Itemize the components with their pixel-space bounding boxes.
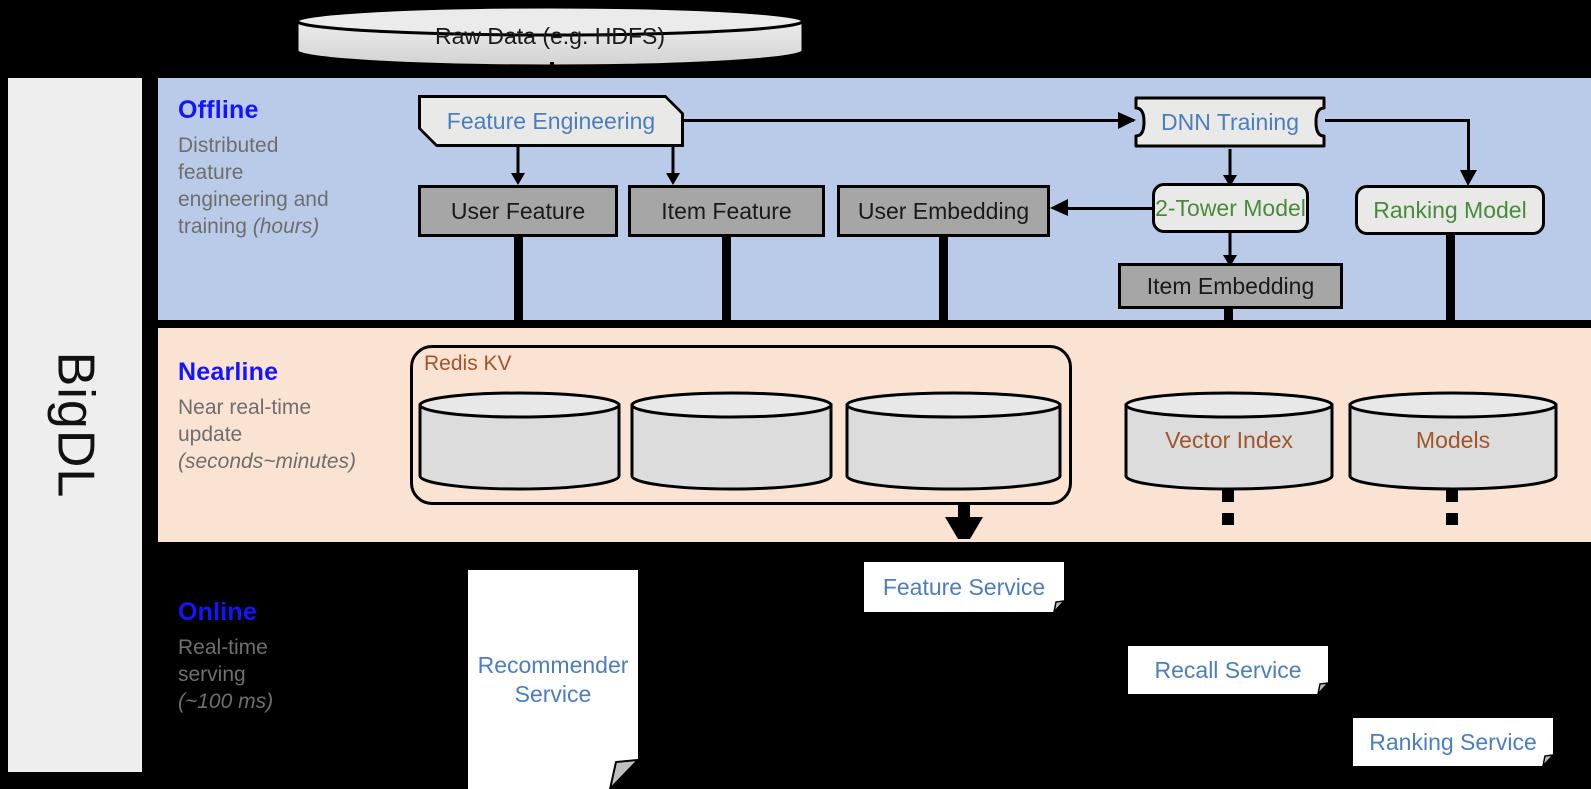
user-feature-box[interactable]: User Feature [418,185,618,237]
arrow-dnn-to-twotower [1223,149,1237,187]
redis-kv-group [410,345,1072,505]
online-sub-l2: serving [178,662,246,686]
user-embedding-box[interactable]: User Embedding [837,185,1050,237]
nearline-title: Nearline Near real-time update (seconds~… [178,358,408,476]
pipe-user-feature [514,237,523,382]
two-tower-model-label: 2-Tower Model [1155,194,1306,221]
connector-dot-models-b [1446,513,1458,525]
sidebar-title-text: BigDL [46,351,105,499]
raw-data-cylinder: Raw Data (e.g. HDFS) [295,5,805,67]
arrowhead-twotower-to-userembedding [1050,199,1068,216]
models-cylinder[interactable]: Models [1348,390,1558,491]
vector-index-cylinder[interactable]: Vector Index [1124,390,1334,491]
arrowhead-dnn-to-ranking [1460,170,1477,186]
online-sub-italic: (~100 ms) [178,689,274,713]
raw-data-label: Raw Data (e.g. HDFS) [434,22,666,49]
connector-dot-vector-index-a [1222,488,1234,502]
ranking-service-label: Ranking Service [1369,728,1537,755]
online-title-text: Online [178,598,257,626]
connector-dnn-to-ranking-v [1467,119,1470,181]
redis-kv-label: Redis KV [424,352,512,375]
offline-sub-italic: (hours) [252,214,320,238]
ranking-model-box[interactable]: Ranking Model [1355,185,1545,235]
arrowhead-fe-to-dnn [1118,112,1136,129]
online-sub-l1: Real-time [178,636,268,659]
recommender-service-note[interactable]: Recommender Service [468,570,638,789]
recall-service-note[interactable]: Recall Service [1128,646,1328,694]
two-tower-model-box[interactable]: 2-Tower Model [1152,183,1309,233]
item-embedding-label: Item Embedding [1146,272,1315,299]
redis-store-1-label [418,390,621,491]
vector-index-label: Vector Index [1165,427,1293,453]
offline-sub-l4: training [178,214,253,238]
dnn-training-box[interactable]: DNN Training [1133,95,1327,149]
feature-engineering-label: Feature Engineering [446,107,656,134]
nearline-sub-l2: update [178,422,243,446]
arrowhead-redis-to-feature-service [945,517,983,539]
connector-twotower-to-userembedding [1066,207,1154,210]
offline-sub-l1: Distributed [178,134,279,157]
ranking-model-label: Ranking Model [1373,196,1527,223]
models-label: Models [1415,427,1491,453]
offline-title-text: Offline [178,96,259,124]
redis-store-1[interactable] [418,390,621,491]
online-subtitle: Real-time serving (~100 ms) [178,635,408,716]
dnn-training-label: DNN Training [1160,108,1300,135]
sidebar-title: BigDL [8,78,142,772]
redis-store-2[interactable] [630,390,833,491]
nearline-title-text: Nearline [178,358,279,386]
pipe-item-feature [722,237,731,382]
ranking-service-note[interactable]: Ranking Service [1353,718,1553,766]
pipe-ranking-model [1446,235,1455,381]
offline-sub-l3: engineering and [178,187,329,211]
connector-dot-redis-out [958,505,970,519]
connector-fe-to-dnn [684,119,1134,122]
online-title: Online Real-time serving (~100 ms) [178,598,408,716]
user-feature-label: User Feature [450,197,586,224]
pipe-user-embedding [939,237,948,382]
arrow-fe-to-item-feature [666,147,680,185]
nearline-sub-italic: (seconds~minutes) [178,449,356,473]
sidebar-bigdl: BigDL [8,78,142,772]
arrow-fe-to-user-feature [511,147,525,185]
redis-store-2-label [630,390,833,491]
item-embedding-box[interactable]: Item Embedding [1118,263,1343,309]
offline-sub-l2: feature [178,160,244,184]
offline-subtitle: Distributed feature engineering and trai… [178,133,403,241]
item-feature-label: Item Feature [661,197,792,224]
offline-title: Offline Distributed feature engineering … [178,96,403,241]
recall-service-label: Recall Service [1154,656,1302,683]
recommender-service-label: Recommender Service [477,651,629,707]
feature-service-label: Feature Service [882,573,1046,600]
arrow-twotower-to-itemembedding [1223,233,1237,267]
redis-store-3-label [845,390,1062,491]
redis-store-3[interactable] [845,390,1062,491]
user-embedding-label: User Embedding [857,197,1030,224]
connector-dnn-to-ranking-h [1325,119,1470,122]
item-feature-box[interactable]: Item Feature [628,185,825,237]
nearline-sub-l1: Near real-time [178,396,312,419]
feature-service-note[interactable]: Feature Service [864,562,1064,612]
connector-dot-vector-index-b [1222,513,1234,525]
connector-dot-models-a [1446,488,1458,502]
nearline-subtitle: Near real-time update (seconds~minutes) [178,395,408,476]
feature-engineering-box[interactable]: Feature Engineering [418,95,684,147]
